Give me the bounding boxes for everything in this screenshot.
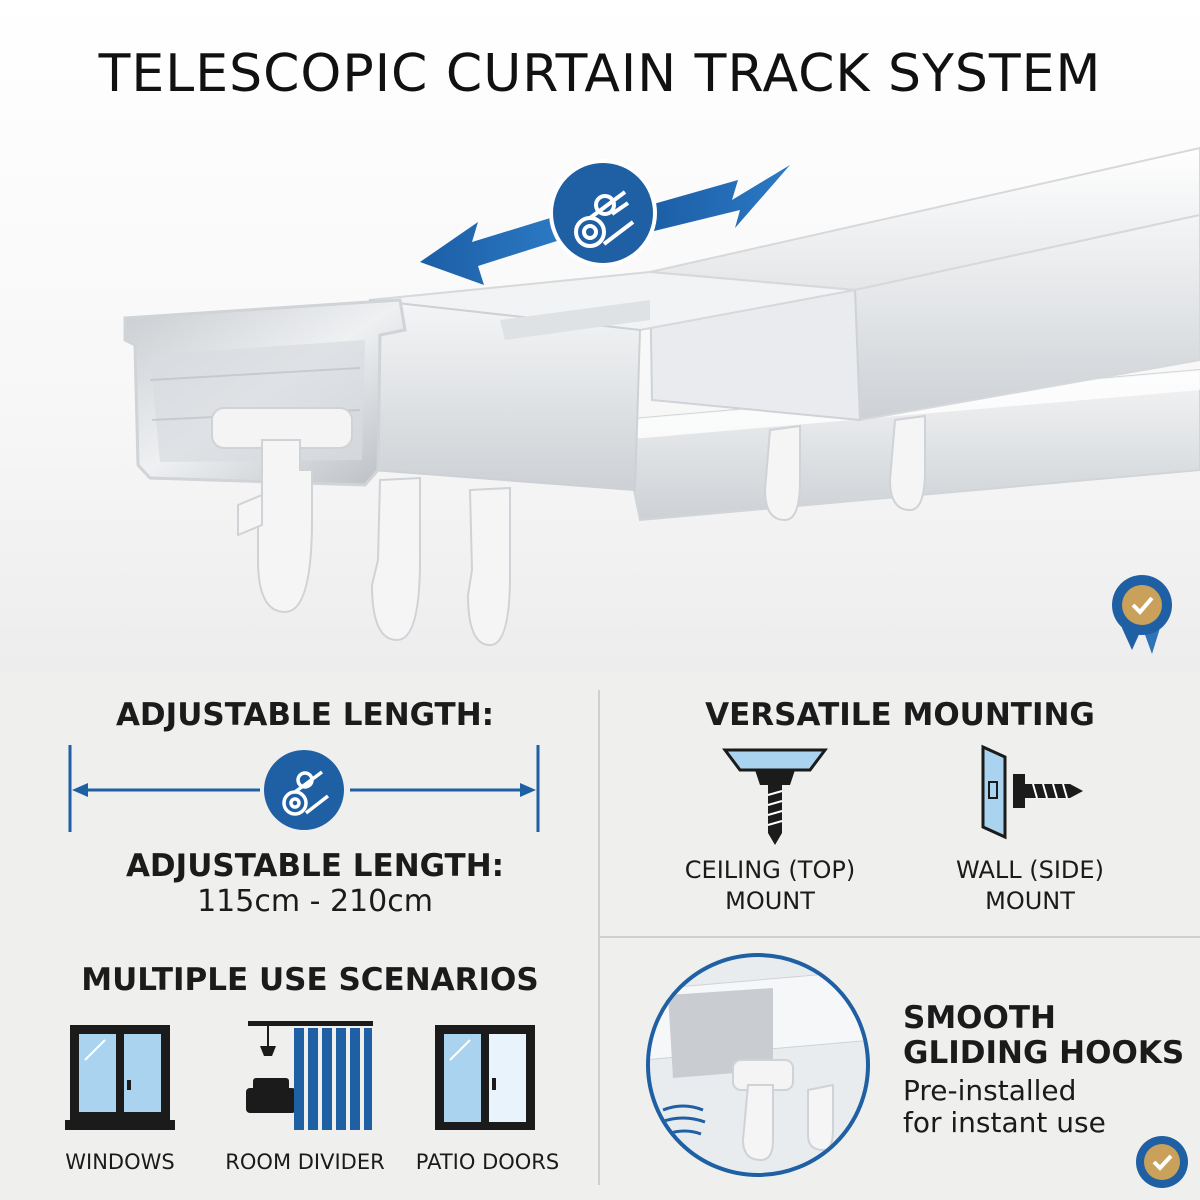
adjustable-subheading: ADJUSTABLE LENGTH: bbox=[125, 848, 505, 884]
length-range: 115cm - 210cm bbox=[197, 884, 433, 919]
adjustable-heading: ADJUSTABLE LENGTH: bbox=[115, 697, 495, 733]
ceiling-mount-label-2: MOUNT bbox=[725, 887, 815, 915]
scenario-label-room-divider: ROOM DIVIDER bbox=[225, 1150, 385, 1174]
quality-badge-icon bbox=[1112, 575, 1172, 654]
ceiling-mount-icon bbox=[722, 748, 828, 845]
hooks-desc-1: Pre-installed bbox=[903, 1074, 1077, 1107]
wall-mount-label-1: WALL (SIDE) bbox=[956, 856, 1104, 884]
scenario-label-windows: WINDOWS bbox=[65, 1150, 175, 1174]
hooks-desc-2: for instant use bbox=[903, 1106, 1106, 1139]
hero-section: TELESCOPIC CURTAIN TRACK SYSTEM bbox=[0, 0, 1200, 672]
wall-mount-label-2: MOUNT bbox=[985, 887, 1075, 915]
vertical-divider bbox=[598, 690, 600, 1185]
hooks-heading-1: SMOOTH bbox=[903, 1000, 1056, 1036]
horizontal-divider bbox=[600, 936, 1200, 938]
length-measure-graphic bbox=[68, 745, 540, 832]
page-title: TELESCOPIC CURTAIN TRACK SYSTEM bbox=[98, 44, 1102, 104]
telescopic-track-illustration bbox=[123, 146, 1200, 654]
scenario-label-patio-doors: PATIO DOORS bbox=[415, 1150, 560, 1174]
wall-mount-icon bbox=[981, 744, 1083, 840]
room-divider-icon bbox=[246, 1021, 373, 1130]
mounting-heading: VERSATILE MOUNTING bbox=[705, 697, 1095, 733]
ceiling-mount-label-1: CEILING (TOP) bbox=[684, 856, 856, 884]
hook-closeup-graphic bbox=[646, 953, 870, 1177]
tube-icon bbox=[574, 190, 635, 248]
patio-door-icon bbox=[435, 1025, 535, 1130]
hooks-heading-2: GLIDING HOOKS bbox=[903, 1035, 1185, 1071]
tube-icon bbox=[282, 770, 330, 816]
window-icon bbox=[65, 1025, 175, 1130]
quality-badge-icon bbox=[1136, 1136, 1188, 1188]
scenarios-heading: MULTIPLE USE SCENARIOS bbox=[81, 962, 539, 998]
